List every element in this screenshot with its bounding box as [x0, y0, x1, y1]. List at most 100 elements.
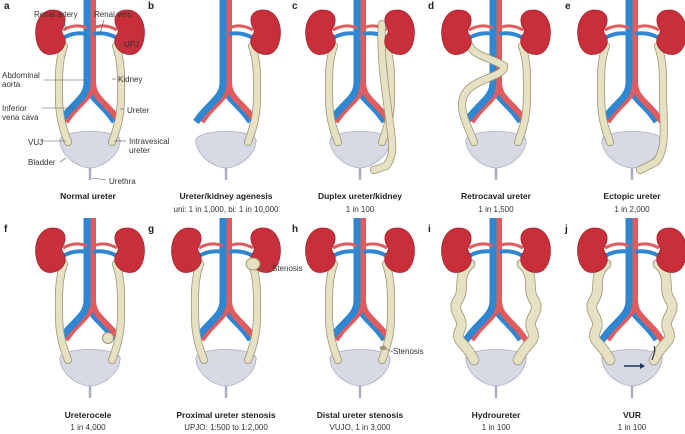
reflux-arrow-up: [651, 345, 656, 361]
kidney-left: [305, 9, 336, 55]
anatomy-leader: [59, 157, 67, 163]
renal-vein: [62, 249, 88, 258]
label-ureter: Ureter: [127, 106, 150, 115]
bladder-shape: [329, 131, 391, 169]
aorta-vessel: [90, 0, 123, 124]
panel-i-subtitle: 1 in 100: [481, 423, 511, 432]
kidney-right: [250, 9, 281, 55]
kidney-left: [577, 9, 608, 55]
renal-vein: [604, 31, 630, 40]
renal-artery: [634, 24, 660, 32]
renal-vein: [332, 249, 358, 258]
renal-artery: [198, 242, 224, 250]
panel-i-drawing: [441, 218, 551, 398]
aorta-vessel: [496, 0, 529, 124]
ureter-right-ectopic: [636, 42, 668, 174]
ureter-right-duplex: [370, 20, 396, 174]
panel-d-subtitle: 1 in 1,500: [478, 205, 514, 214]
panel-d-drawing: [441, 0, 551, 180]
kidney-right: [384, 9, 415, 55]
panel-c-title: Duplex ureter/kidney: [317, 191, 403, 201]
panel-b-title: Ureter/kidney agenesis: [179, 191, 273, 201]
panel-e-subtitle: 1 in 2,000: [614, 205, 650, 214]
kidney-right: [384, 227, 415, 273]
vena-cava-vessel: [193, 0, 227, 125]
panel-j-subtitle: 1 in 100: [617, 423, 647, 432]
renal-artery: [468, 242, 494, 250]
kidney-left: [35, 9, 66, 55]
renal-vein: [468, 249, 494, 258]
renal-artery: [332, 24, 358, 32]
label-kidney: Kidney: [118, 75, 143, 84]
aorta-vessel: [632, 0, 665, 124]
vuj-stenosis-mark: [379, 345, 387, 351]
panel-h-title: Distal ureter stenosis: [316, 410, 404, 420]
ureter-left: [451, 259, 479, 365]
aorta-vessel: [632, 218, 665, 342]
ureter-right: [513, 259, 541, 365]
vena-cava-vessel: [327, 218, 361, 343]
renal-artery: [604, 24, 630, 32]
renal-vein: [92, 31, 118, 40]
label-bladder: Bladder: [28, 158, 56, 167]
label-stenosis-distal: Stenosis: [393, 347, 424, 356]
vena-cava-vessel: [327, 0, 361, 125]
kidney-left: [171, 227, 202, 273]
anatomy-leader: [99, 19, 105, 35]
panel-i-title: Hydroureter: [471, 410, 521, 420]
renal-vein: [228, 249, 254, 258]
renal-artery: [228, 24, 254, 32]
aorta-vessel: [360, 218, 393, 342]
renal-vein: [198, 249, 224, 258]
renal-vein: [92, 249, 118, 258]
kidney-left: [441, 9, 472, 55]
ureter-right: [108, 260, 125, 364]
renal-vein: [62, 31, 88, 40]
renal-vein: [498, 31, 524, 40]
ureter-left: [191, 260, 208, 364]
kidney-right: [520, 9, 551, 55]
ureter-right: [244, 260, 261, 364]
renal-artery: [62, 242, 88, 250]
panel-h-drawing: [305, 218, 415, 398]
kidney-left: [441, 227, 472, 273]
vena-cava-vessel: [57, 0, 91, 125]
renal-vein: [332, 31, 358, 40]
stenosis-leader: [257, 267, 269, 270]
ureter-left: [325, 260, 342, 364]
ureter-left-retrocaval: [458, 42, 508, 146]
ureter-right: [649, 259, 677, 365]
panel-a-title: Normal ureter: [60, 191, 116, 201]
panel-b-subtitle: uni: 1 in 1,000, bi: 1 in 10,000: [173, 205, 279, 214]
panel-e-title: Ectopic ureter: [603, 191, 661, 201]
panel-g-drawing: [171, 218, 281, 398]
renal-artery: [228, 242, 254, 250]
renal-artery: [92, 242, 118, 250]
renal-vein: [362, 249, 388, 258]
renal-vein: [228, 31, 254, 40]
label-urethra: Urethra: [109, 177, 136, 186]
kidney-right: [656, 9, 685, 55]
ureter-right: [244, 42, 261, 146]
kidney-right: [520, 227, 551, 273]
vena-cava-vessel: [599, 218, 633, 343]
renal-vein: [468, 31, 494, 40]
panel-j-drawing: [577, 218, 685, 398]
ureterocele-bulge: [102, 332, 114, 344]
panel-b-drawing: [193, 0, 281, 180]
panel-j-label: j: [565, 224, 568, 235]
label-renal-artery: Renal artery: [34, 10, 78, 19]
bladder-shape: [329, 349, 391, 387]
panel-c-drawing: [305, 0, 415, 180]
renal-vein: [634, 249, 660, 258]
renal-artery: [62, 24, 88, 32]
vena-cava-vessel: [463, 218, 497, 343]
ureter-left: [325, 42, 342, 146]
kidney-left: [305, 227, 336, 273]
vena-cava-vessel: [57, 218, 91, 343]
renal-vein: [634, 31, 660, 40]
label-renal-vein: Renal vein: [94, 10, 132, 19]
panel-g-label: g: [148, 224, 155, 235]
